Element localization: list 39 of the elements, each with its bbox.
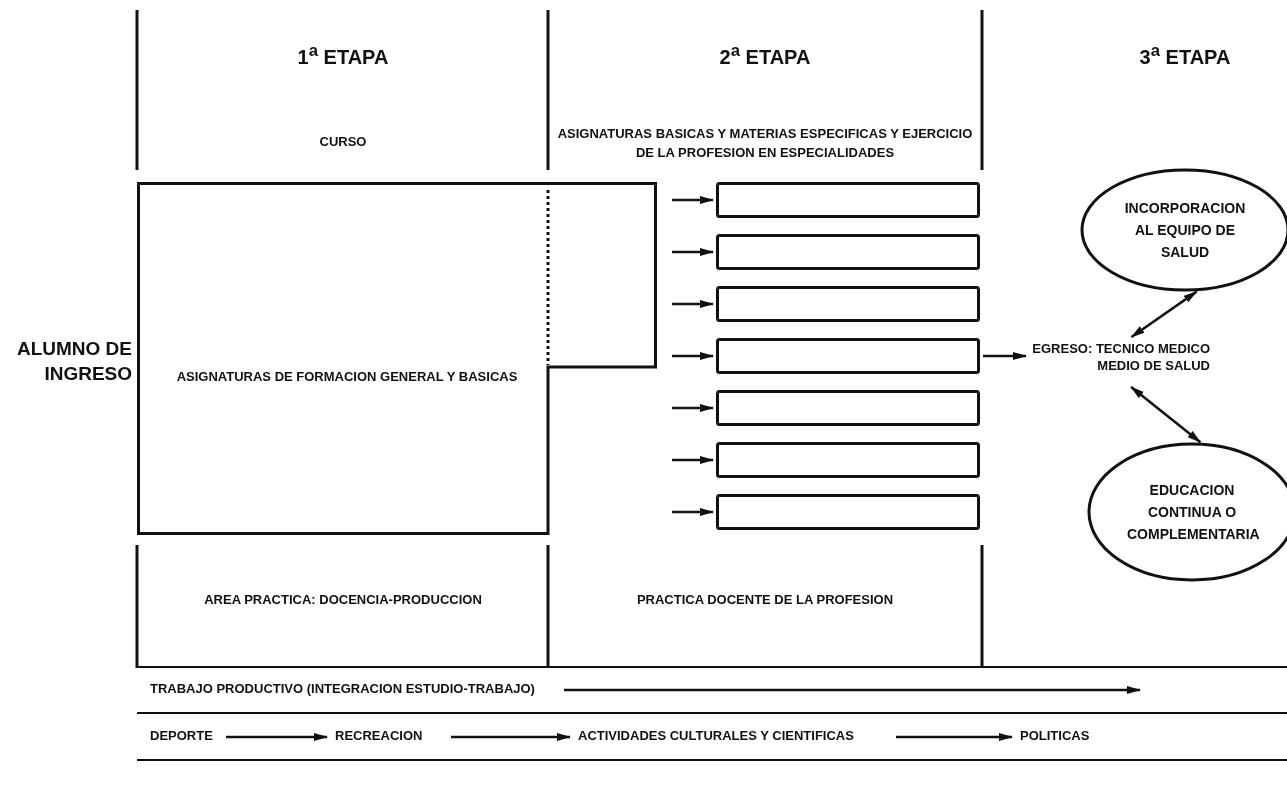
arrow	[672, 196, 714, 204]
empty-box	[716, 182, 980, 218]
column-subtitle: CURSO	[318, 133, 368, 151]
arrow	[672, 300, 714, 308]
column-subtitle: ASIGNATURAS BASICAS Y MATERIAS ESPECIFICAS Y EJERCICIO DE LA PROFESION EN ESPECIALIDADES	[556, 125, 974, 162]
flow-step-text: POLITICAS	[1020, 727, 1090, 744]
stage-heading: 2$^{a}$ ETAPA	[718, 40, 812, 70]
outcome-text: EGRESO: TECNICO MEDICO MEDIO DE SALUD	[1031, 340, 1210, 374]
empty-box	[716, 494, 980, 530]
arrow	[564, 686, 1141, 694]
arrow	[672, 404, 714, 412]
empty-box	[716, 234, 980, 270]
arrow	[672, 352, 714, 360]
empty-box	[716, 338, 980, 374]
empty-box	[716, 286, 980, 322]
ellipse-label: EDUCACION CONTINUA O COMPLEMENTARIA	[1127, 481, 1257, 544]
ellipse-label: INCORPORACION AL EQUIPO DE SALUD	[1123, 199, 1247, 262]
arrow	[1130, 290, 1198, 339]
stage-heading: 3$^{a}$ ETAPA	[1138, 40, 1232, 70]
stage-heading: 1$^{a}$ ETAPA	[296, 40, 390, 70]
entry-label: ALUMNO DE INGRESO	[15, 337, 132, 386]
arrow	[672, 508, 714, 516]
arrow	[226, 733, 328, 741]
arrow	[451, 733, 571, 741]
arrow	[983, 352, 1027, 360]
flow-step-text: TRABAJO PRODUCTIVO (INTEGRACION ESTUDIO-TRABAJO)	[150, 680, 535, 697]
arrow	[672, 456, 714, 464]
arrow	[1130, 386, 1202, 444]
course-block	[137, 182, 657, 535]
flow-step-text: RECREACION	[335, 727, 423, 744]
arrow	[896, 733, 1013, 741]
block-label: ASIGNATURAS DE FORMACION GENERAL Y BASICAS	[175, 368, 519, 385]
empty-box	[716, 390, 980, 426]
empty-box	[716, 442, 980, 478]
flow-step-text: DEPORTE	[150, 727, 213, 744]
arrow	[672, 248, 714, 256]
practice-label: PRACTICA DOCENTE DE LA PROFESION	[635, 591, 895, 609]
practice-label: AREA PRACTICA: DOCENCIA-PRODUCCION	[203, 591, 483, 609]
flow-step-text: ACTIVIDADES CULTURALES Y CIENTIFICAS	[578, 727, 854, 744]
